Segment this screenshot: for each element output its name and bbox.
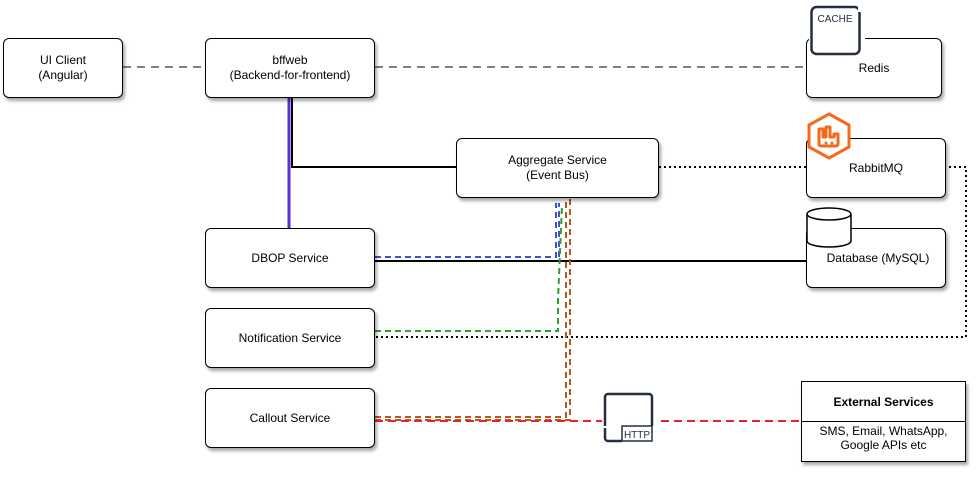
node-aggregate-service[interactable]: Aggregate Service (Event Bus) <box>456 138 659 198</box>
node-callout-label: Callout Service <box>249 410 331 425</box>
node-aggregate-line2: (Event Bus) <box>526 168 589 182</box>
node-ui-client-line2: (Angular) <box>38 68 88 82</box>
node-notification-label: Notification Service <box>238 330 342 345</box>
external-services-body: SMS, Email, WhatsApp, Google APIs etc <box>802 422 965 452</box>
cache-icon-text: CACHE <box>817 14 852 25</box>
connector-callout-aggregate <box>375 198 567 418</box>
external-services-line1: SMS, Email, WhatsApp, <box>819 424 948 438</box>
node-notification-service[interactable]: Notification Service <box>205 308 375 368</box>
connector-bff-aggregate <box>291 98 456 168</box>
node-ui-client[interactable]: UI Client (Angular) <box>3 38 123 98</box>
connector-callout-aggregate-2 <box>375 198 571 421</box>
external-services-title: External Services <box>802 382 965 422</box>
node-dbop-service[interactable]: DBOP Service <box>205 228 375 288</box>
external-services-line2: Google APIs etc <box>840 438 927 452</box>
node-aggregate-line1: Aggregate Service <box>508 153 607 167</box>
http-icon-text: HTTP <box>624 430 650 441</box>
connector-rabbitmq-notification <box>375 166 967 338</box>
database-icon <box>806 207 853 249</box>
node-bffweb-line2: (Backend-for-frontend) <box>229 68 351 82</box>
connector-notification-aggregate <box>375 204 563 332</box>
cache-icon: CACHE <box>809 4 866 58</box>
node-dbop-label: DBOP Service <box>251 250 329 265</box>
connector-dbop-aggregate <box>375 203 557 258</box>
node-callout-service[interactable]: Callout Service <box>205 388 375 448</box>
rabbitmq-icon <box>806 112 852 160</box>
node-bffweb[interactable]: bffweb (Backend-for-frontend) <box>205 38 375 98</box>
node-ui-client-line1: UI Client <box>39 53 86 67</box>
node-rabbitmq-label: RabbitMQ <box>848 160 904 175</box>
node-external-services[interactable]: External Services SMS, Email, WhatsApp, … <box>801 381 966 462</box>
http-icon: HTTP <box>602 392 660 448</box>
node-bffweb-line1: bffweb <box>272 53 308 67</box>
node-database-label: Database (MySQL) <box>826 250 930 265</box>
node-redis-label: Redis <box>858 60 890 75</box>
